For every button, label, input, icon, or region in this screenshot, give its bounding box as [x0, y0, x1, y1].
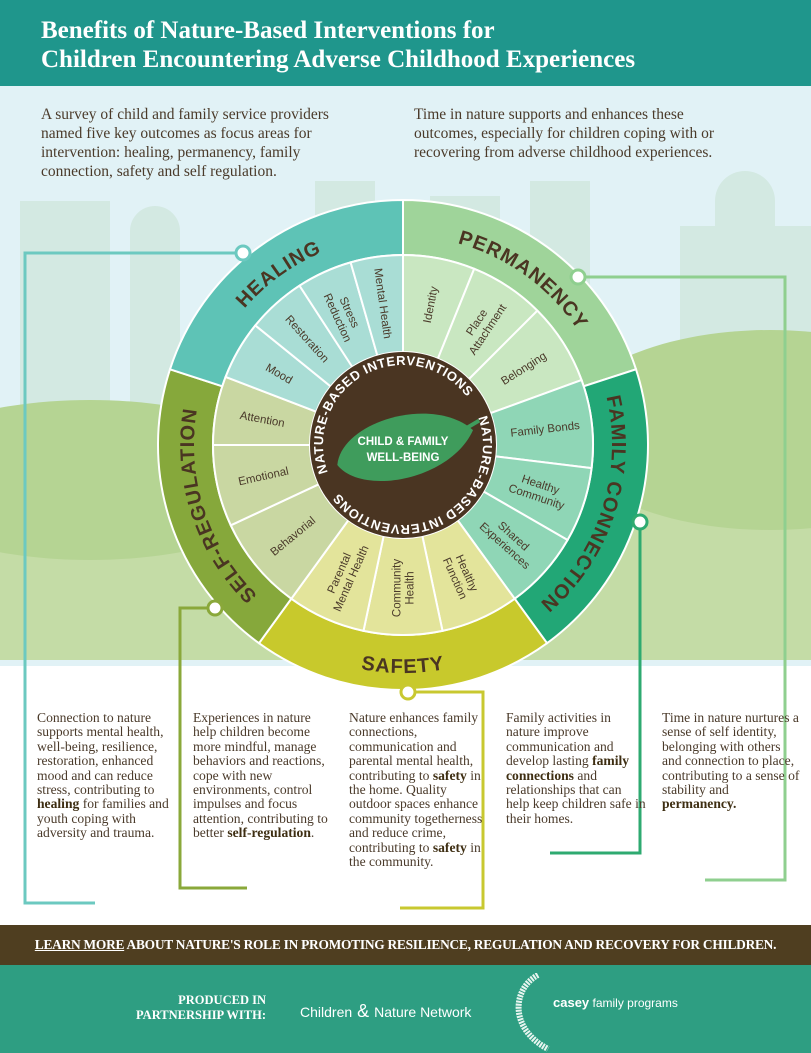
- footer: PRODUCED IN PARTNERSHIP WITH: Children &…: [0, 965, 811, 1053]
- title-line-1: Benefits of Nature-Based Interventions f…: [41, 17, 495, 44]
- center-label-line1: CHILD & FAMILY: [358, 436, 449, 448]
- description-family-connection: Family activities in nature improve comm…: [506, 710, 646, 826]
- text: Family activities in nature improve comm…: [506, 710, 614, 769]
- header: Benefits of Nature-Based Interventions f…: [0, 0, 811, 86]
- casey-family-programs-logo[interactable]: casey family programs: [553, 995, 678, 1010]
- text: for families and youth coping with adver…: [37, 796, 169, 841]
- permanency-connector: [578, 275, 787, 882]
- learn-more-link[interactable]: LEARN MORE: [34, 937, 125, 952]
- sector-label-safety: SAFETY: [360, 652, 446, 678]
- produced-in-partnership-label: PRODUCED IN PARTNERSHIP WITH:: [120, 993, 266, 1023]
- keyword: safety: [432, 839, 467, 855]
- description-permanency: Time in nature nurtures a sense of self …: [662, 710, 802, 812]
- text: in the home. Quality outdoor spaces enha…: [349, 767, 483, 855]
- center-label-line2: WELL-BEING: [367, 452, 440, 464]
- description-safety: Nature enhances family connections, comm…: [349, 710, 489, 870]
- produced-line-2: PARTNERSHIP WITH:: [135, 1008, 266, 1022]
- produced-line-1: PRODUCED IN: [178, 993, 266, 1007]
- page-title: Benefits of Nature-Based Interventions f…: [41, 16, 801, 74]
- keyword: family connections: [506, 753, 630, 783]
- casey-swoosh-icon: [515, 973, 550, 1052]
- logo2-part-a: casey: [553, 995, 590, 1010]
- text: .: [310, 825, 315, 841]
- healing-connector: [23, 251, 243, 905]
- text: Time in nature nurtures a sense of self …: [662, 710, 800, 798]
- description-healing: Connection to nature supports mental hea…: [37, 710, 177, 841]
- title-line-2: Children Encountering Adverse Childhood …: [41, 46, 636, 73]
- ampersand-leaf-icon: &: [352, 1001, 375, 1021]
- safety-dot: [399, 683, 417, 701]
- text: and relationships that can help keep chi…: [506, 767, 646, 826]
- text: Nature enhances family connections, comm…: [349, 710, 479, 783]
- segment-label-community-health: CommunityHealth: [392, 559, 417, 617]
- keyword: permanency.: [662, 796, 737, 812]
- text: in the community.: [349, 839, 481, 870]
- children-nature-network-logo[interactable]: Children & Nature Network: [300, 1001, 471, 1022]
- permanency-dot: [569, 268, 587, 286]
- self-regulation-connector: [178, 606, 247, 890]
- family-connection-connector: [550, 522, 642, 855]
- healing-dot: [234, 244, 252, 262]
- keyword: healing: [37, 796, 80, 812]
- description-self-regulation: Experiences in nature help children beco…: [193, 710, 333, 841]
- logo2-part-b: family programs: [589, 996, 678, 1010]
- self-regulation-dot: [206, 599, 224, 617]
- family-connection-dot: [631, 513, 649, 531]
- intro-right: Time in nature supports and enhances the…: [414, 106, 715, 161]
- safety-connector: [400, 690, 485, 910]
- logo1-part-a: Children: [300, 1004, 353, 1020]
- learn-more-banner: LEARN MORE ABOUT NATURE'S ROLE IN PROMOT…: [0, 925, 811, 965]
- text: Experiences in nature help children beco…: [193, 710, 328, 841]
- keyword: safety: [432, 767, 467, 783]
- logo1-part-b: Nature Network: [374, 1004, 472, 1020]
- banner-text: ABOUT NATURE'S ROLE IN PROMOTING RESILIE…: [124, 937, 777, 952]
- text: Connection to nature supports mental hea…: [37, 710, 164, 798]
- keyword: self-regulation: [227, 825, 311, 841]
- intro-left: A survey of child and family service pro…: [41, 106, 329, 180]
- leaf-icon: [337, 413, 481, 482]
